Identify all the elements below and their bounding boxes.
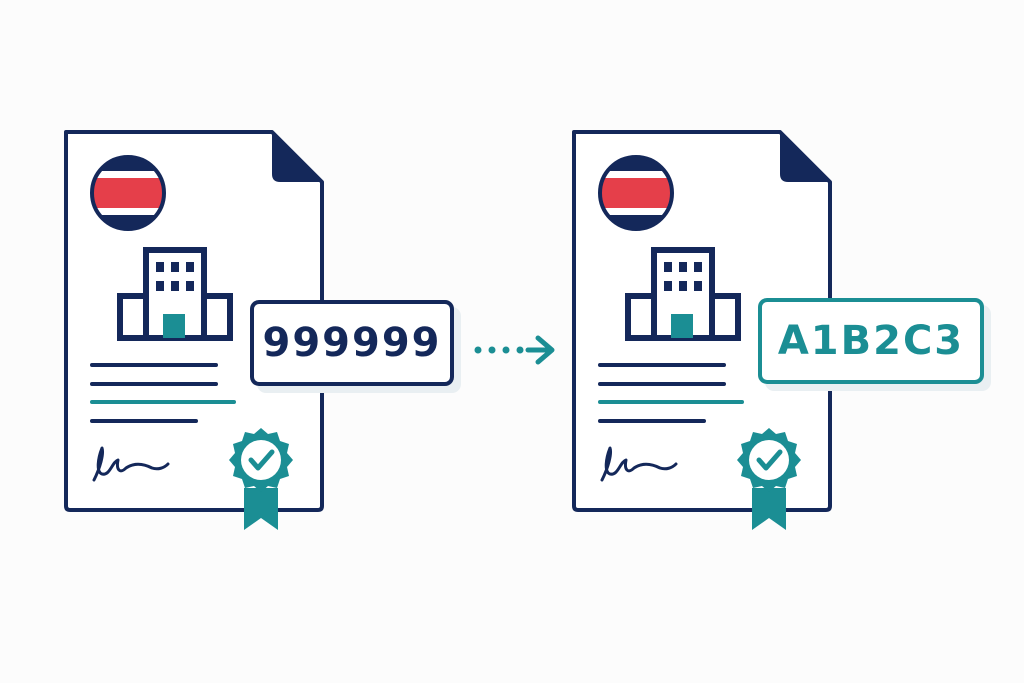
document-original-graphic: [64, 130, 324, 530]
code-box-original: 999999: [250, 300, 454, 386]
building-icon: [117, 247, 233, 341]
building-icon: [625, 247, 741, 341]
certified-seal-icon: [737, 428, 801, 530]
flag-icon: [90, 155, 166, 231]
folded-corner-icon: [780, 132, 830, 182]
document-converted: [568, 128, 834, 538]
folded-corner-icon: [272, 132, 322, 182]
signature-icon: [92, 446, 170, 482]
text-lines: [90, 363, 236, 423]
document-converted-graphic: [572, 130, 832, 530]
signature-icon: [600, 446, 678, 482]
document-original: [60, 128, 326, 538]
dotted-arrow-right-icon: [474, 335, 555, 365]
text-lines: [598, 363, 744, 423]
certified-seal-icon: [229, 428, 293, 530]
flag-icon: [598, 155, 674, 231]
code-box-converted: A1B2C3: [758, 298, 984, 384]
